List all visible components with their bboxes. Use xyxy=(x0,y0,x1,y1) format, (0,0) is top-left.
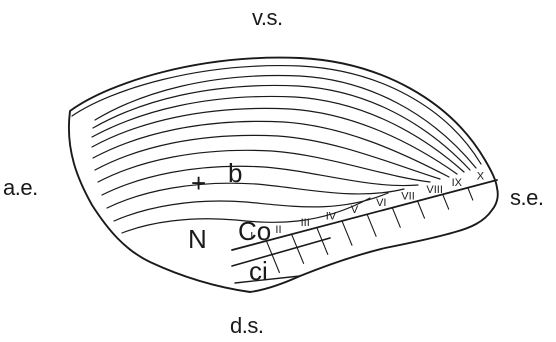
zone-division xyxy=(392,208,400,228)
zone-division xyxy=(418,201,425,218)
growth-line xyxy=(102,166,418,195)
label-posterior-end: s.e. xyxy=(510,185,543,210)
growth-lines xyxy=(92,76,476,233)
zone-label: IX xyxy=(452,177,463,189)
growth-line xyxy=(107,183,404,208)
shell-outline xyxy=(69,58,498,292)
zone-label: X xyxy=(477,171,485,183)
zone-label: IV xyxy=(326,210,337,222)
label-N: N xyxy=(188,224,207,254)
label-anterior-end: a.e. xyxy=(3,175,38,200)
axis-line xyxy=(232,180,497,250)
growth-line xyxy=(92,96,464,172)
zone-division xyxy=(443,194,449,209)
zone-label: VIII xyxy=(426,184,443,196)
zone-label: II xyxy=(275,224,281,236)
zone-label: VI xyxy=(376,197,386,209)
zone-division xyxy=(468,188,473,200)
cross-mark: + xyxy=(191,168,206,198)
zone-label: VII xyxy=(401,191,414,203)
zone-division xyxy=(367,214,376,236)
zone-divisions xyxy=(266,188,472,273)
zone-label: III xyxy=(301,217,310,229)
label-ci: ci xyxy=(249,256,268,286)
zone-label: V xyxy=(351,204,359,216)
label-ventral-side: v.s. xyxy=(252,5,283,30)
growth-line xyxy=(95,135,440,179)
label-Co: Co xyxy=(238,216,271,246)
label-dorsal-side: d.s. xyxy=(230,313,263,338)
label-b: b xyxy=(228,158,242,188)
growth-line xyxy=(92,108,457,174)
zone-division xyxy=(342,221,352,245)
